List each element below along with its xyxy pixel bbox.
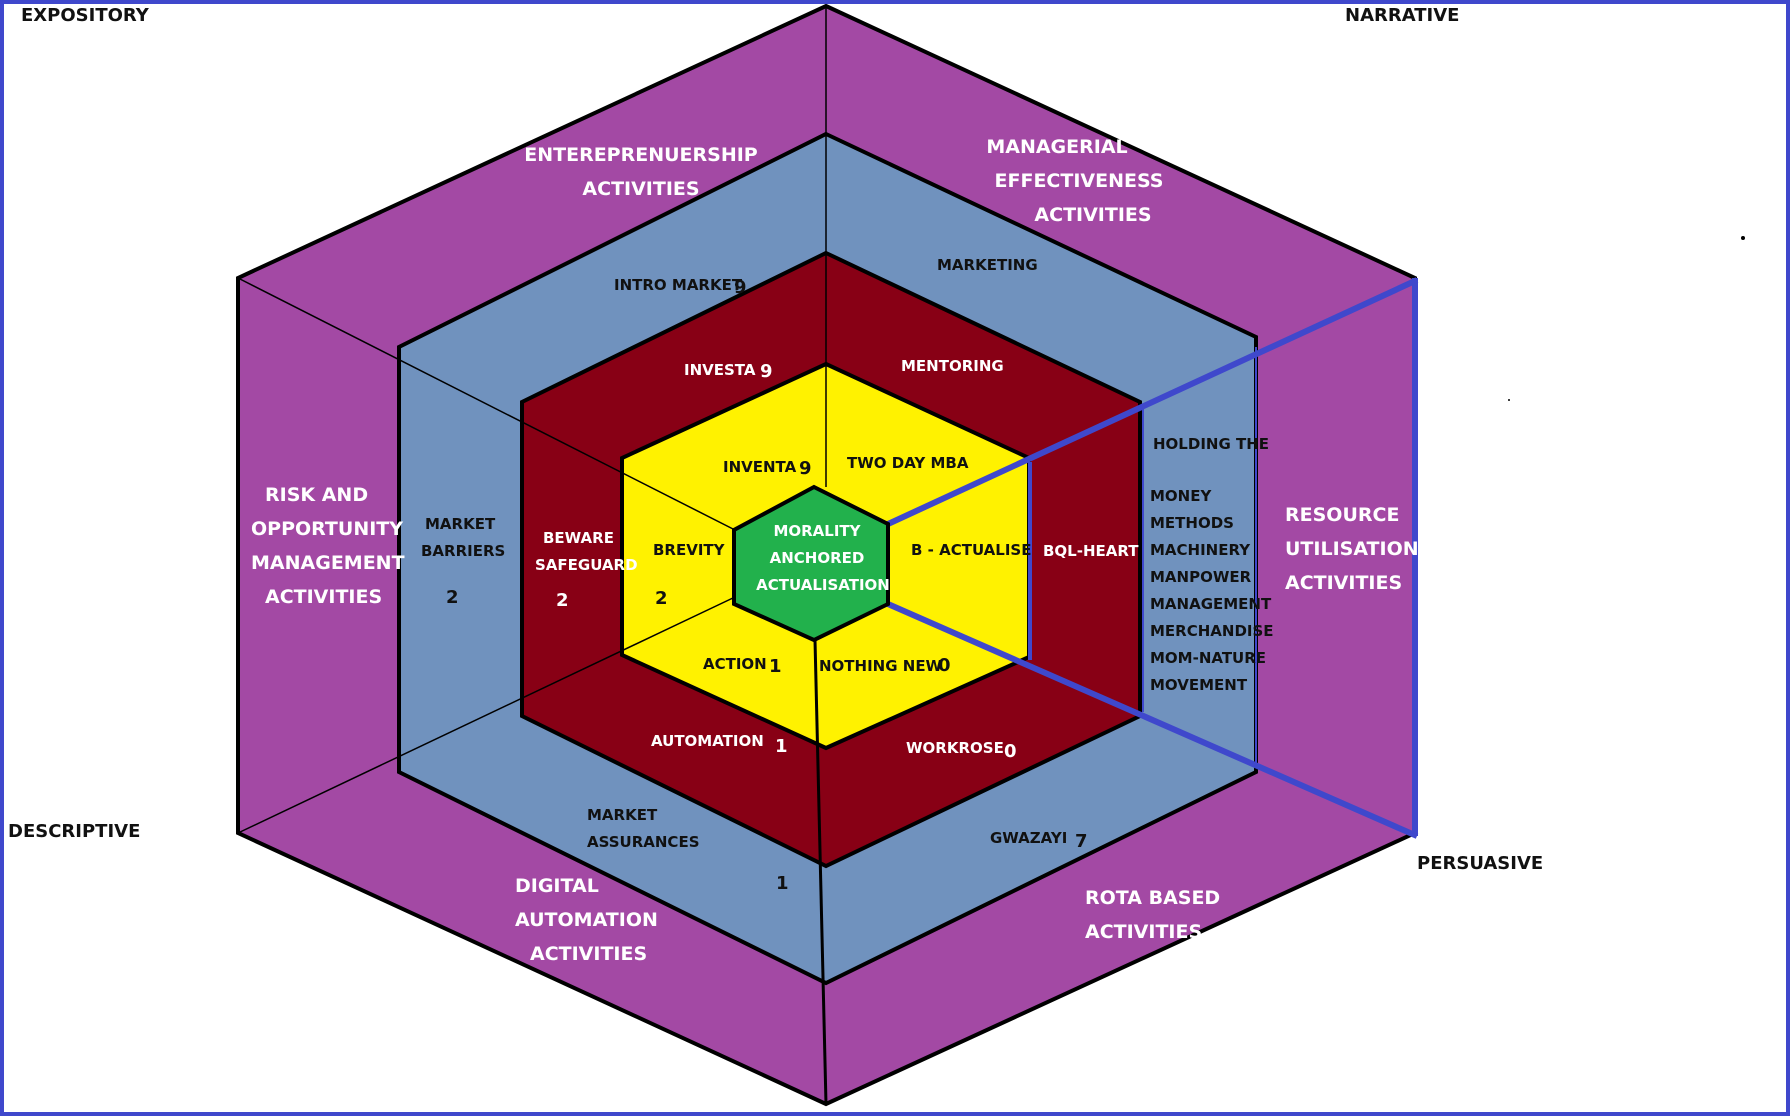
outer-managerial-line1: MANAGERIAL (986, 136, 1127, 158)
divider-lower-left (237, 596, 736, 834)
ring3-workrose: WORKROSE (906, 739, 1004, 757)
ring4-action-num: 1 (769, 656, 782, 677)
ring2-m-methods: METHODS (1150, 514, 1234, 532)
outer-digital-line3: ACTIVITIES (530, 943, 647, 965)
outer-digital-line2: AUTOMATION (515, 909, 658, 931)
outer-digital-line1: DIGITAL (515, 875, 599, 897)
outer-rota-line1: ROTA BASED (1085, 887, 1220, 909)
ring4-b-actualise: B - ACTUALISE (911, 541, 1031, 559)
ring4-two-day: TWO DAY MBA (847, 454, 969, 472)
ring2-m-management: MANAGEMENT (1150, 595, 1272, 613)
ring2-market-assurances-line2: ASSURANCES (587, 833, 700, 851)
core-line1: MORALITY (773, 522, 861, 540)
divider-upper-left (237, 277, 736, 531)
ring3-workrose-num: 0 (1004, 741, 1017, 762)
corner-narrative: NARRATIVE (1345, 5, 1459, 26)
ring4-nothing-new-num: 0 (938, 655, 951, 676)
ring2-gwazayi: GWAZAYI (990, 829, 1067, 847)
outer-risk-line3: MANAGEMENT (251, 552, 405, 574)
ring4-action: ACTION (703, 655, 767, 673)
core-line2: ANCHORED (770, 549, 865, 567)
ring2-m-merchandise: MERCHANDISE (1150, 622, 1274, 640)
ring3-mentoring: MENTORING (901, 357, 1004, 375)
outer-risk-line1: RISK AND (265, 484, 368, 506)
ring2-intro-market: INTRO MARKET (614, 276, 743, 294)
ring2-market-barriers-line2: BARRIERS (421, 542, 505, 560)
accent-line-upper (886, 277, 1419, 527)
ring2-m-mom-nature: MOM-NATURE (1150, 649, 1266, 667)
divider-bottom (813, 639, 828, 1105)
ring2-marketing: MARKETING (937, 256, 1038, 274)
ring3-automation: AUTOMATION (651, 732, 764, 750)
ring2-m-money: MONEY (1150, 487, 1212, 505)
outer-managerial-line2: EFFECTIVENESS (995, 170, 1164, 192)
corner-persuasive: PERSUASIVE (1417, 853, 1543, 874)
corner-descriptive: DESCRIPTIVE (8, 821, 140, 842)
outer-rota-line2: ACTIVITIES (1085, 921, 1202, 943)
outer-resource-line3: ACTIVITIES (1285, 572, 1402, 594)
ring4-inventa: INVENTA (723, 458, 797, 476)
outer-resource-line1: RESOURCE (1285, 504, 1399, 526)
ring3-beware-line1: BEWARE (543, 529, 614, 547)
core-hexagon (732, 484, 890, 643)
core-line3: ACTUALISATION (756, 576, 890, 594)
accent-line-lower (886, 601, 1419, 839)
ring3-beware-line2: SAFEGUARD (535, 556, 638, 574)
corner-expository: EXPOSITORY (21, 5, 150, 26)
ring2-gwazayi-num: 7 (1075, 831, 1088, 852)
ring2-intro-market-num: 9 (734, 277, 747, 298)
outer-managerial-line3: ACTIVITIES (1034, 204, 1151, 226)
outer-risk-line2: OPPORTUNITY (251, 518, 403, 540)
outer-risk-line4: ACTIVITIES (265, 586, 382, 608)
ring2-holding: HOLDING THE (1153, 435, 1269, 453)
outer-entrepreneurship-line1: ENTEREPRENUERSHIP (524, 144, 758, 166)
hexagon-diagram: EXPOSITORY NARRATIVE DESCRIPTIVE PERSUAS… (8, 4, 1745, 1107)
outer-resource-line2: UTILISATION (1285, 538, 1419, 560)
ring2-market-barriers-num: 2 (446, 587, 459, 608)
ring3-bql: BQL-HEART (1043, 542, 1139, 560)
ring2-market-barriers-line1: MARKET (425, 515, 496, 533)
ring2-m-machinery: MACHINERY (1150, 541, 1251, 559)
ring2-m-manpower: MANPOWER (1150, 568, 1252, 586)
ring3-investa-num: 9 (760, 361, 773, 382)
ring3-investa: INVESTA (684, 361, 756, 379)
ring4-nothing-new: NOTHING NEW (819, 657, 943, 675)
speck-mark (1508, 399, 1510, 401)
ring4-brevity: BREVITY (653, 541, 726, 559)
ring2-market-assurances-num: 1 (776, 873, 789, 894)
outer-entrepreneurship-line2: ACTIVITIES (582, 178, 699, 200)
ring3-automation-num: 1 (775, 736, 788, 757)
ring4-brevity-num: 2 (655, 588, 668, 609)
ring3-beware-num: 2 (556, 590, 569, 611)
ring2-market-assurances-line1: MARKET (587, 806, 658, 824)
ring2-m-movement: MOVEMENT (1150, 676, 1248, 694)
ring4-inventa-num: 9 (799, 458, 812, 479)
speck-mark (1741, 236, 1745, 240)
